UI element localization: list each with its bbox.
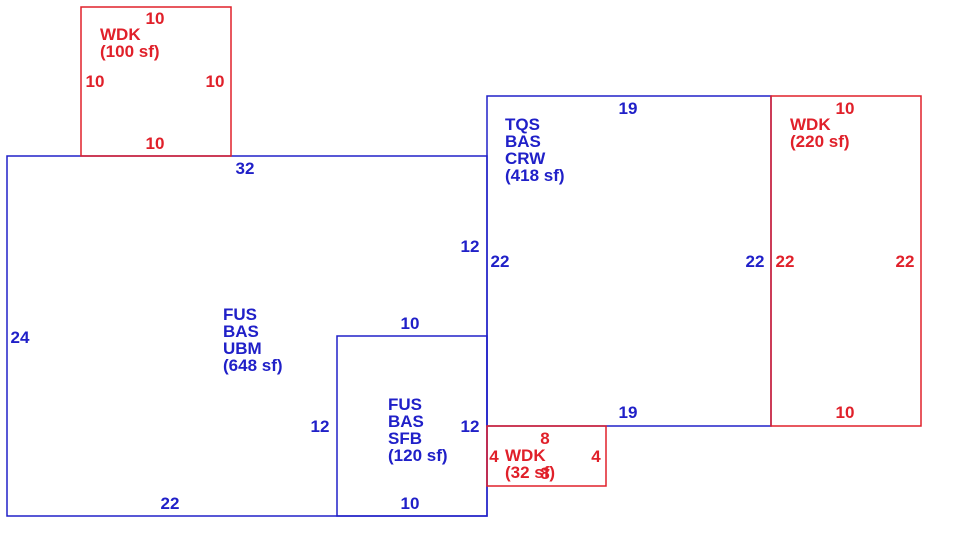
dim-wdk-right-top: 10 bbox=[836, 99, 855, 118]
dim-main-left: 24 bbox=[11, 328, 30, 347]
dim-wdk-small-bottom: 8 bbox=[540, 464, 549, 483]
dim-tqs-bottom: 19 bbox=[619, 403, 638, 422]
area-sfb-label-4: (120 sf) bbox=[388, 446, 448, 465]
dim-wdk-top-bottom: 10 bbox=[146, 134, 165, 153]
area-wdk-right-label-2: (220 sf) bbox=[790, 132, 850, 151]
area-wdk-top-label-2: (100 sf) bbox=[100, 42, 160, 61]
area-tqs-label-1: TQS bbox=[505, 115, 540, 134]
area-wdk-small-label-2: (32 sf) bbox=[505, 463, 555, 482]
dim-sfb-bottom: 10 bbox=[401, 494, 420, 513]
dim-wdk-right-right: 22 bbox=[896, 252, 915, 271]
dim-wdk-small-right: 4 bbox=[591, 447, 601, 466]
area-main-label-1: FUS bbox=[223, 305, 257, 324]
area-wdk-small-outline bbox=[486, 425, 607, 487]
area-sfb-label-3: SFB bbox=[388, 429, 422, 448]
area-main-label-2: BAS bbox=[223, 322, 259, 341]
area-main-label-3: UBM bbox=[223, 339, 262, 358]
dim-wdk-right-bottom: 10 bbox=[836, 403, 855, 422]
area-tqs-label-2: BAS bbox=[505, 132, 541, 151]
area-wdk-right-label-1: WDK bbox=[790, 115, 831, 134]
area-sfb-label-2: BAS bbox=[388, 412, 424, 431]
dim-wdk-top-top: 10 bbox=[146, 9, 165, 28]
area-tqs-label-3: CRW bbox=[505, 149, 546, 168]
dim-wdk-right-left: 22 bbox=[776, 252, 795, 271]
dim-main-bottom: 22 bbox=[161, 494, 180, 513]
area-wdk-top-label-1: WDK bbox=[100, 25, 141, 44]
area-tqs-label-4: (418 sf) bbox=[505, 166, 565, 185]
dim-wdk-top-right: 10 bbox=[206, 72, 225, 91]
area-sfb-label-1: FUS bbox=[388, 395, 422, 414]
dim-main-inner-left: 12 bbox=[311, 417, 330, 436]
dim-wdk-small-top: 8 bbox=[540, 429, 549, 448]
dim-sfb-right: 12 bbox=[461, 417, 480, 436]
dim-tqs-left: 22 bbox=[491, 252, 510, 271]
dim-wdk-top-left: 10 bbox=[86, 72, 105, 91]
dim-main-top: 32 bbox=[236, 159, 255, 178]
dim-tqs-right: 22 bbox=[746, 252, 765, 271]
dim-main-right-upper: 12 bbox=[461, 237, 480, 256]
dim-tqs-top: 19 bbox=[619, 99, 638, 118]
area-main-label-4: (648 sf) bbox=[223, 356, 283, 375]
dim-sfb-top: 10 bbox=[401, 314, 420, 333]
area-wdk-right-outline bbox=[770, 95, 922, 427]
area-wdk-small-label-1: WDK bbox=[505, 446, 546, 465]
dim-wdk-small-left: 4 bbox=[489, 447, 499, 466]
area-wdk-top-outline bbox=[80, 6, 232, 157]
